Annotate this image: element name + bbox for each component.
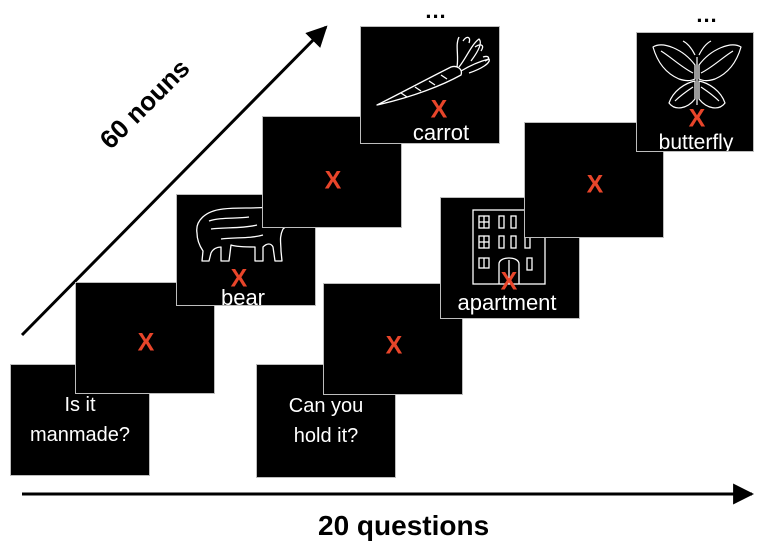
questions-axis-label: 20 questions [318, 510, 490, 541]
fixation-cross: X [385, 331, 403, 360]
fixation-cross: X [688, 104, 706, 133]
noun-screen-carrot: X carrot [360, 26, 500, 144]
noun-label-carrot: carrot [412, 120, 470, 144]
butterfly-icon [652, 40, 742, 109]
fixation-cross: X [137, 328, 155, 357]
noun-label-butterfly: butterfly [658, 131, 734, 152]
question-2-line-1: Can you [288, 395, 364, 417]
fixation-cross: X [324, 166, 342, 195]
carrot-icon [376, 36, 490, 106]
fixation-cross: X [230, 264, 248, 293]
question-text-2: Can you hold it? [257, 391, 395, 451]
question-text-1: Is it manmade? [11, 390, 149, 450]
question-1-line-1: Is it [64, 394, 96, 416]
fixation-cross: X [586, 170, 604, 199]
more-nouns-ellipsis-2: ... [696, 2, 718, 27]
fixation-cross: X [430, 95, 448, 124]
noun-screen-butterfly: X butterfly [636, 32, 754, 152]
nouns-axis-arrow [20, 25, 328, 337]
noun-label-bear: bear [220, 285, 266, 306]
fixation-screen-2a: X [323, 283, 463, 395]
question-2-line-2: hold it? [293, 425, 359, 447]
fixation-cross: X [500, 267, 518, 296]
noun-label-apartment: apartment [457, 290, 557, 315]
more-nouns-ellipsis-1: ... [425, 0, 447, 23]
question-1-line-2: manmade? [29, 424, 131, 446]
